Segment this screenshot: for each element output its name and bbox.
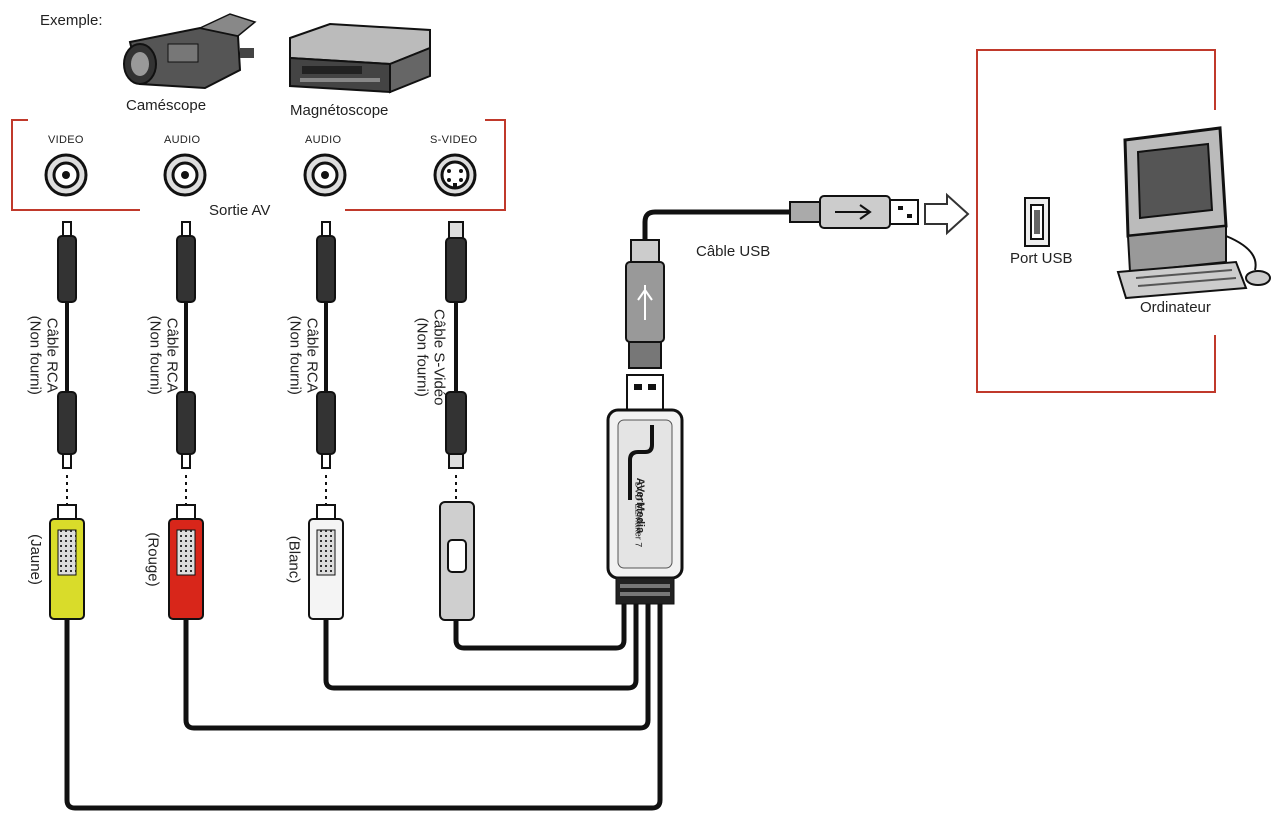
connect-arrow-icon bbox=[924, 192, 970, 236]
cable-label-rca-red: Câble RCA (Non fourni) bbox=[146, 300, 181, 410]
usb-port-label: Port USB bbox=[1010, 250, 1073, 267]
usb-port-icon bbox=[1024, 197, 1050, 247]
vcr-icon bbox=[289, 22, 431, 94]
usb-cable bbox=[625, 195, 919, 369]
cable-name: Câble RCA bbox=[43, 317, 61, 393]
port-jack-svideo bbox=[433, 153, 477, 197]
cable-note: (Non fourni) bbox=[26, 315, 43, 395]
cable-label-rca-yellow: Câble RCA (Non fourni) bbox=[26, 300, 61, 410]
port-label-audio-right: AUDIO bbox=[305, 134, 342, 146]
vcr-label: Magnétoscope bbox=[290, 102, 389, 119]
rca-cable-red bbox=[168, 221, 204, 620]
computer-frame bbox=[976, 49, 1216, 393]
av-output-label: Sortie AV bbox=[209, 202, 271, 219]
usb-cable-label: Câble USB bbox=[696, 243, 771, 260]
cable-label-svideo: Câble S-Vidéo (Non fourni) bbox=[413, 297, 448, 417]
cable-note: (Non fourni) bbox=[413, 317, 430, 397]
svideo-cable bbox=[439, 221, 475, 621]
computer-icon bbox=[1116, 126, 1271, 300]
port-jack-video bbox=[44, 153, 88, 197]
rca-cable-yellow bbox=[49, 221, 85, 620]
device-model-text: DVD EZMaker 7 bbox=[633, 481, 644, 548]
computer-label: Ordinateur bbox=[1140, 299, 1211, 316]
camcorder-label: Caméscope bbox=[126, 97, 207, 114]
device-cable-bundle bbox=[64, 600, 663, 811]
color-label-white: (Blanc) bbox=[285, 535, 303, 584]
port-label-video: VIDEO bbox=[48, 134, 84, 146]
cable-name: Câble RCA bbox=[303, 317, 321, 393]
camcorder-icon bbox=[123, 13, 257, 90]
color-label-red: (Rouge) bbox=[144, 532, 162, 587]
color-label-yellow: (Jaune) bbox=[26, 534, 44, 585]
example-label: Exemple: bbox=[40, 12, 103, 29]
port-jack-audio-left bbox=[163, 153, 207, 197]
cable-label-rca-white: Câble RCA (Non fourni) bbox=[286, 300, 321, 410]
cable-name: Câble RCA bbox=[163, 317, 181, 393]
port-label-audio-left: AUDIO bbox=[164, 134, 201, 146]
cable-note: (Non fourni) bbox=[146, 315, 163, 395]
capture-device bbox=[606, 374, 684, 605]
cable-note: (Non fourni) bbox=[286, 315, 303, 395]
port-label-svideo: S-VIDEO bbox=[430, 134, 478, 146]
rca-cable-white bbox=[308, 221, 344, 620]
av-output-frame bbox=[11, 119, 506, 211]
port-jack-audio-right bbox=[303, 153, 347, 197]
cable-name: Câble S-Vidéo bbox=[430, 309, 448, 406]
